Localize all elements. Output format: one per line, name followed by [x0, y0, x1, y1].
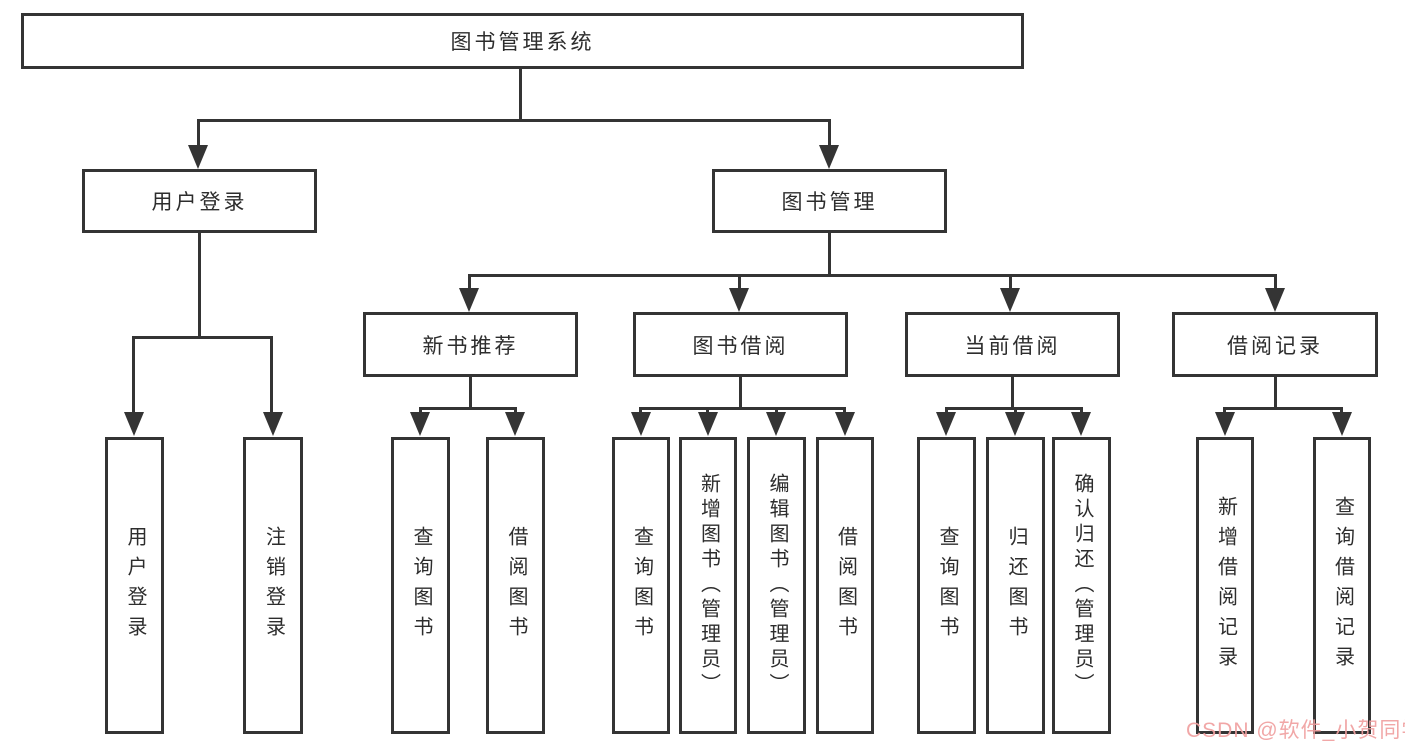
- arrow-down-icon: [1215, 412, 1235, 436]
- connector-to-leaf: [514, 407, 517, 416]
- connector-current-borrow-stem: [1011, 377, 1014, 407]
- connector-borrow-records-rail: [1223, 407, 1343, 410]
- connector-to-leaf: [132, 336, 135, 414]
- connector-level2-rail: [198, 119, 831, 122]
- node-new-book-recommend: 新书推荐: [363, 312, 578, 377]
- connector-to-new-book: [468, 274, 471, 290]
- arrow-down-icon: [729, 288, 749, 312]
- node-label: 借阅记录: [1227, 334, 1323, 358]
- leaf-label: 查询图书: [410, 525, 432, 646]
- arrow-down-icon: [263, 412, 283, 436]
- arrow-down-icon: [819, 145, 839, 169]
- leaf-label: 查询借阅记录: [1331, 495, 1354, 676]
- connector-to-leaf: [1014, 407, 1017, 416]
- connector-user-login-rail: [132, 336, 273, 339]
- arrow-down-icon: [698, 412, 718, 436]
- arrow-down-icon: [1071, 412, 1091, 436]
- arrow-down-icon: [505, 412, 525, 436]
- leaf-user-login: 用户登录: [105, 437, 164, 734]
- leaf-add-borrow-record: 新增借阅记录: [1196, 437, 1254, 734]
- connector-to-leaf: [419, 407, 422, 416]
- node-label: 用户登录: [151, 191, 248, 214]
- leaf-label: 借阅图书: [505, 525, 527, 646]
- node-label: 新书推荐: [422, 334, 519, 358]
- leaf-label: 查询图书: [936, 525, 958, 646]
- node-label: 当前借阅: [964, 334, 1061, 358]
- connector-to-borrow-records: [1274, 274, 1277, 290]
- leaf-confirm-return-admin: 确认归还（管理员）: [1052, 437, 1111, 734]
- arrow-down-icon: [459, 288, 479, 312]
- connector-root-stem: [519, 69, 522, 119]
- node-book-management: 图书管理: [712, 169, 947, 233]
- arrow-down-icon: [1005, 412, 1025, 436]
- leaf-borrow-books: 借阅图书: [486, 437, 545, 734]
- leaf-label: 查询图书: [630, 525, 653, 646]
- connector-to-leaf: [843, 407, 846, 416]
- connector-to-leaf: [1223, 407, 1226, 416]
- leaf-label: 新增借阅记录: [1214, 495, 1237, 676]
- leaf-label: 编辑图书（管理员）: [766, 473, 788, 698]
- leaf-label: 借阅图书: [834, 525, 857, 646]
- node-book-borrow: 图书借阅: [633, 312, 848, 377]
- node-label: 图书管理系统: [450, 31, 595, 54]
- connector-user-login-stem: [198, 233, 201, 336]
- node-label: 图书借阅: [692, 334, 789, 358]
- leaf-label: 注销登录: [262, 525, 285, 646]
- leaf-label: 用户登录: [124, 525, 146, 646]
- connector-to-leaf: [945, 407, 948, 416]
- connector-to-leaf: [706, 407, 709, 416]
- node-user-login: 用户登录: [82, 169, 317, 233]
- connector-to-leaf: [1080, 407, 1083, 416]
- leaf-label: 归还图书: [1005, 525, 1027, 646]
- arrow-down-icon: [188, 145, 208, 169]
- node-library-management-system: 图书管理系统: [21, 13, 1024, 69]
- leaf-edit-books-admin: 编辑图书（管理员）: [747, 437, 806, 734]
- connector-to-leaf: [639, 407, 642, 416]
- leaf-query-books: 查询图书: [612, 437, 670, 734]
- connector-borrow-records-stem: [1274, 377, 1277, 407]
- connector-to-book-borrow: [738, 274, 741, 290]
- leaf-logout-login: 注销登录: [243, 437, 303, 734]
- connector-to-leaf: [775, 407, 778, 416]
- leaf-label: 确认归还（管理员）: [1071, 473, 1093, 698]
- leaf-add-books-admin: 新增图书（管理员）: [679, 437, 737, 734]
- arrow-down-icon: [410, 412, 430, 436]
- arrow-down-icon: [936, 412, 956, 436]
- node-borrow-records: 借阅记录: [1172, 312, 1378, 377]
- leaf-query-books: 查询图书: [391, 437, 450, 734]
- arrow-down-icon: [1265, 288, 1285, 312]
- connector-to-leaf: [270, 336, 273, 414]
- arrow-down-icon: [835, 412, 855, 436]
- leaf-label: 新增图书（管理员）: [697, 473, 720, 698]
- csdn-watermark: CSDN @软件_小贺同学: [1186, 719, 1405, 742]
- leaf-return-books: 归还图书: [986, 437, 1045, 734]
- arrow-down-icon: [631, 412, 651, 436]
- node-label: 图书管理: [781, 191, 878, 214]
- connector-level3-rail: [468, 274, 1277, 277]
- connector-to-book-management: [828, 119, 831, 147]
- arrow-down-icon: [1332, 412, 1352, 436]
- connector-book-management-stem: [828, 233, 831, 274]
- connector-to-current-borrow: [1009, 274, 1012, 290]
- leaf-borrow-books: 借阅图书: [816, 437, 874, 734]
- arrow-down-icon: [124, 412, 144, 436]
- leaf-query-borrow-record: 查询借阅记录: [1313, 437, 1371, 734]
- leaf-query-books: 查询图书: [917, 437, 976, 734]
- connector-to-user-login: [197, 119, 200, 147]
- connector-book-borrow-rail: [639, 407, 846, 410]
- connector-new-book-stem: [469, 377, 472, 407]
- connector-book-borrow-stem: [739, 377, 742, 407]
- node-current-borrow: 当前借阅: [905, 312, 1120, 377]
- connector-new-book-rail: [419, 407, 517, 410]
- connector-to-leaf: [1340, 407, 1343, 416]
- arrow-down-icon: [766, 412, 786, 436]
- arrow-down-icon: [1000, 288, 1020, 312]
